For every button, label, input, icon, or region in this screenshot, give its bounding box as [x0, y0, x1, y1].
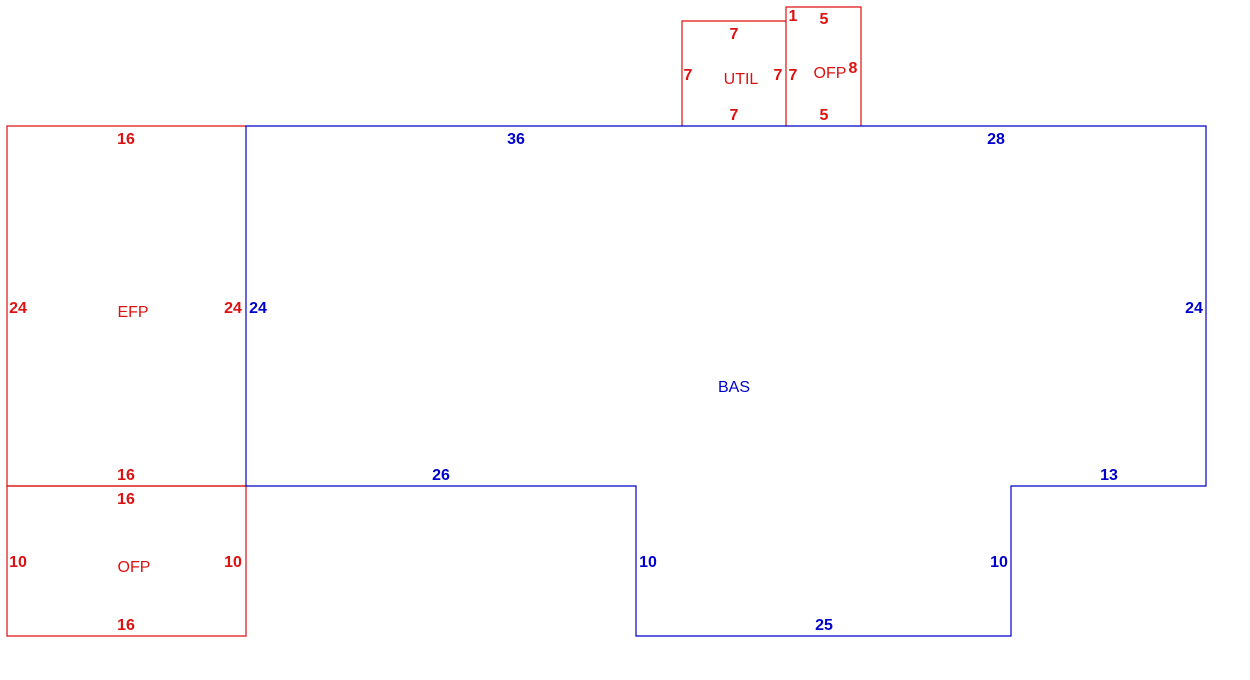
bas-notch-bottom-dimension: 25 — [815, 617, 833, 634]
bas-area-label: BAS — [718, 379, 750, 396]
ofp-bottom-left-dimension: 10 — [9, 554, 27, 571]
bas-notch-right-dimension: 10 — [990, 554, 1008, 571]
bas-top-right-dimension: 28 — [987, 131, 1005, 148]
ofp-top-left-dimension: 7 — [789, 67, 798, 84]
ofp-top-top-dimension: 5 — [820, 11, 829, 28]
ofp-top-area-label: OFP — [814, 65, 847, 82]
ofp-bottom-bottom-dimension: 16 — [117, 617, 135, 634]
efp-left-dimension: 24 — [9, 300, 27, 317]
efp-area-label: EFP — [117, 304, 148, 321]
util-area-label: UTIL — [724, 71, 759, 88]
ofp-top-area: 5 7 8 5 OFP — [785, 6, 862, 126]
ofp-bottom-top-dimension: 16 — [117, 491, 135, 508]
bas-top-left-dimension: 36 — [507, 131, 525, 148]
util-bottom-dimension: 7 — [730, 107, 739, 124]
bas-bottom-left-dimension: 26 — [432, 467, 450, 484]
util-top-dimension: 7 — [730, 26, 739, 43]
ofp-top-right-dimension: 8 — [849, 60, 858, 77]
util-area: 7 7 7 7 1 UTIL — [681, 8, 798, 126]
bas-bottom-right-dimension: 13 — [1100, 467, 1118, 484]
util-right-dimension: 7 — [774, 67, 783, 84]
bas-right-dimension: 24 — [1185, 300, 1203, 317]
ofp-top-bottom-dimension: 5 — [820, 107, 829, 124]
ofp-bottom-area-label: OFP — [118, 559, 151, 576]
efp-bottom-dimension: 16 — [117, 467, 135, 484]
bas-left-dimension: 24 — [249, 300, 267, 317]
bas-outline — [245, 125, 1207, 637]
util-offset-dimension: 1 — [789, 8, 798, 25]
util-left-dimension: 7 — [684, 67, 693, 84]
ofp-bottom-right-dimension: 10 — [224, 554, 242, 571]
bas-area: 36 28 24 24 26 13 10 10 25 BAS — [245, 125, 1207, 637]
ofp-bottom-area: 16 10 10 16 OFP — [6, 485, 247, 637]
ofp-bottom-outline — [6, 485, 247, 637]
efp-top-dimension: 16 — [117, 131, 135, 148]
ofp-top-outline — [785, 6, 862, 126]
efp-area: 16 24 24 16 EFP — [6, 125, 246, 487]
util-outline — [681, 20, 786, 126]
efp-right-dimension: 24 — [224, 300, 242, 317]
bas-notch-left-dimension: 10 — [639, 554, 657, 571]
